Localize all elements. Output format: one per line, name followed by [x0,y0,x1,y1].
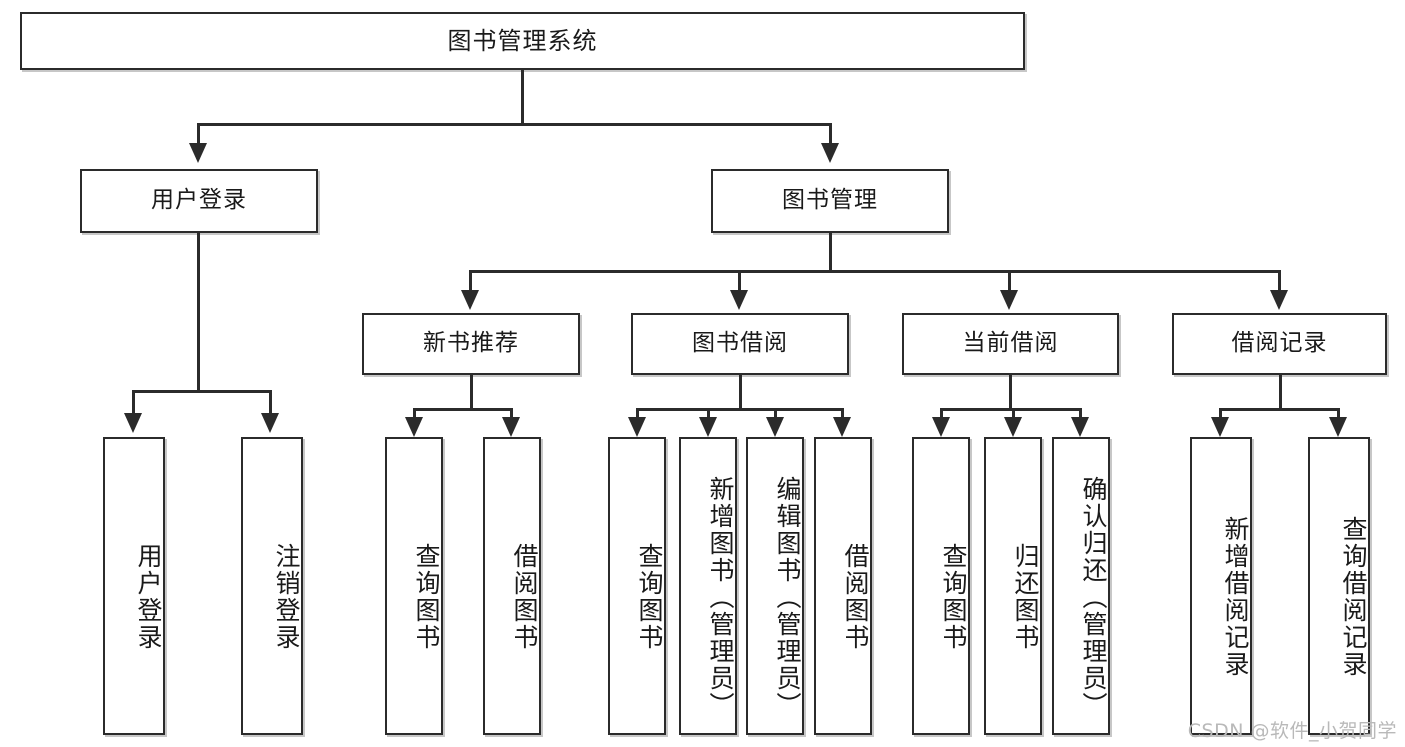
connector-current-drop-1 [940,408,943,420]
connector-level3-drop-1 [469,270,472,292]
leaf-recommend-query-book[interactable]: 查询图书 [385,437,443,735]
leaf-logout[interactable]: 注销登录 [241,437,303,735]
leaf-borrow-edit-book[interactable]: 编辑图书（管理员） [746,437,804,735]
connector-borrow-drop-2 [707,408,710,420]
connector-recommend-drop-1 [413,408,416,420]
arrowhead-borrow-add-book [699,417,717,437]
arrowhead-borrow-query-book [628,417,646,437]
arrowhead-book-borrow [730,290,748,310]
leaf-borrow-query-book[interactable]: 查询图书 [608,437,666,735]
connector-current-drop-3 [1079,408,1082,420]
node-book-borrow[interactable]: 图书借阅 [631,313,849,375]
node-root-system[interactable]: 图书管理系统 [20,12,1025,70]
connector-borrow-drop-4 [841,408,844,420]
arrowhead-recommend-query-book [405,417,423,437]
leaf-record-query[interactable]: 查询借阅记录 [1308,437,1370,735]
connector-borrow-drop-3 [774,408,777,420]
arrowhead-borrow-borrow-book [833,417,851,437]
arrowhead-borrow-record [1270,290,1288,310]
arrowhead-current-borrow [1000,290,1018,310]
arrowhead-current-return-book [1004,417,1022,437]
connector-record-drop-1 [1219,408,1222,420]
connector-recommend-bus [413,408,513,411]
leaf-current-return-book[interactable]: 归还图书 [984,437,1042,735]
connector-level3-drop-4 [1278,270,1281,292]
arrowhead-borrow-edit-book [766,417,784,437]
connector-record-stem [1279,375,1282,408]
arrowhead-book-manage [821,143,839,163]
connector-recommend-stem [470,375,473,408]
node-borrow-record[interactable]: 借阅记录 [1172,313,1387,375]
connector-user-login-stem [197,233,200,390]
node-user-login[interactable]: 用户登录 [80,169,318,233]
node-new-book-recommend[interactable]: 新书推荐 [362,313,580,375]
node-current-borrow[interactable]: 当前借阅 [902,313,1119,375]
connector-current-drop-2 [1012,408,1015,420]
leaf-borrow-add-book[interactable]: 新增图书（管理员） [679,437,737,735]
arrowhead-leaf-logout [261,413,279,433]
arrowhead-recommend-borrow-book [502,417,520,437]
connector-current-bus [940,408,1081,411]
arrowhead-user-login [189,143,207,163]
arrowhead-new-book-recommend [461,290,479,310]
arrowhead-current-query-book [932,417,950,437]
leaf-user-login[interactable]: 用户登录 [103,437,165,735]
connector-user-login-drop-1 [132,390,135,415]
connector-level2-drop-left [197,123,200,145]
leaf-record-add[interactable]: 新增借阅记录 [1190,437,1252,735]
node-book-management[interactable]: 图书管理 [711,169,949,233]
connector-borrow-bus [636,408,843,411]
leaf-recommend-borrow-book[interactable]: 借阅图书 [483,437,541,735]
arrowhead-record-add [1211,417,1229,437]
connector-record-bus [1219,408,1339,411]
arrowhead-current-confirm-return [1071,417,1089,437]
connector-root-stem [521,70,524,123]
connector-level3-drop-3 [1008,270,1011,292]
connector-user-login-bus [132,390,272,393]
connector-level3-drop-2 [738,270,741,292]
leaf-current-query-book[interactable]: 查询图书 [912,437,970,735]
connector-level2-drop-right [829,123,832,145]
connector-user-login-drop-2 [269,390,272,415]
connector-borrow-drop-1 [636,408,639,420]
connector-level2-bus [197,123,831,126]
connector-recommend-drop-2 [510,408,513,420]
leaf-borrow-borrow-book[interactable]: 借阅图书 [814,437,872,735]
connector-record-drop-2 [1337,408,1340,420]
connector-borrow-stem [739,375,742,408]
connector-current-stem [1009,375,1012,408]
connector-book-manage-stem [829,233,832,270]
arrowhead-record-query [1329,417,1347,437]
connector-level3-bus [469,270,1281,273]
leaf-current-confirm-return[interactable]: 确认归还（管理员） [1052,437,1110,735]
arrowhead-leaf-user-login [124,413,142,433]
